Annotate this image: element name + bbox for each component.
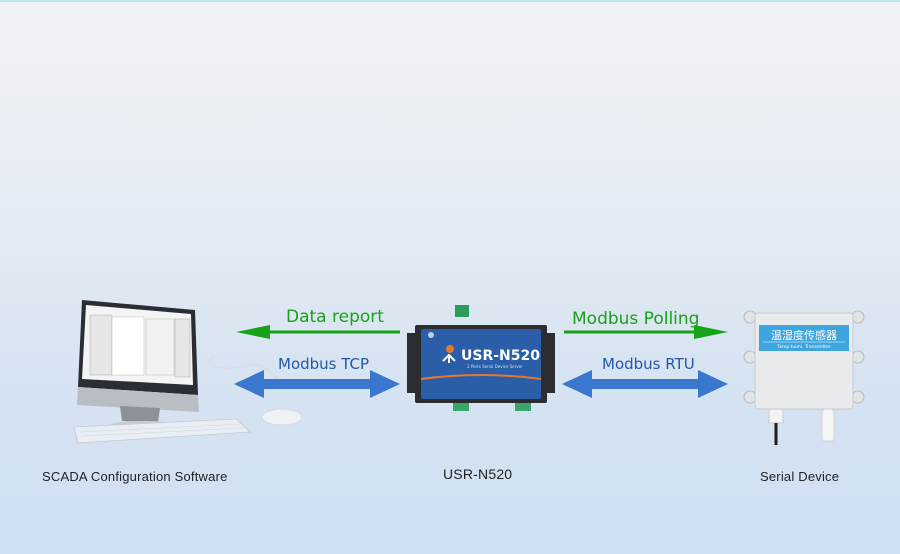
sensor-icon: 温湿度传感器 Temp.humi. Transmitter [743,310,865,445]
modbus-tcp-label: Modbus TCP [278,355,370,373]
modbus-rtu-label: Modbus RTU [602,355,695,373]
data-report-label: Data report [286,307,384,327]
computer-icon [73,300,303,444]
caption-serial-device: Serial Device [760,469,840,484]
caption-usr-n520: USR-N520 [443,466,513,482]
sensor-panel-en: Temp.humi. Transmitter [776,344,830,350]
modbus-polling-label: Modbus Polling [572,309,700,329]
device-model-text: USR-N520 [461,348,540,364]
sensor-panel-cn: 温湿度传感器 [771,328,837,342]
modbus-rtu-arrow [562,370,728,398]
device-subtitle-text: 2 Ports Serial Device Server [467,364,523,369]
data-report-arrow [236,325,400,339]
serial-server-icon: USR-N520 2 Ports Serial Device Server [407,305,555,411]
top-border [0,0,900,2]
caption-scada: SCADA Configuration Software [42,469,228,484]
modbus-polling-arrow [564,325,728,339]
modbus-tcp-arrow [234,370,400,398]
